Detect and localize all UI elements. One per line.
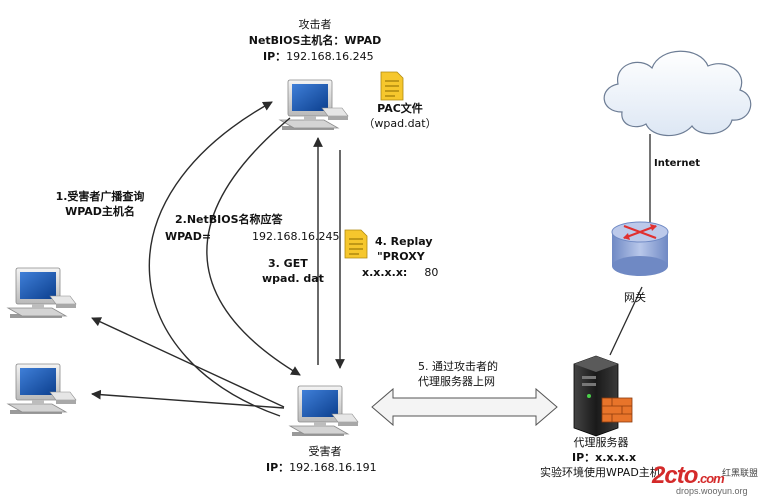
pac-file-icon <box>380 71 404 101</box>
host-computer-icon-1 <box>7 267 77 319</box>
watermark-tag: 红黑联盟 <box>722 468 759 478</box>
internet-label: Internet <box>654 158 701 169</box>
step2-wpad-key: WPAD= <box>165 230 212 243</box>
step5-label-line1: 5. 通过攻击者的 <box>418 360 498 373</box>
victim-ip-row: IP：192.168.16.191 <box>266 461 377 475</box>
attacker-netbios-name: NetBIOS主机名：WPAD <box>248 34 382 47</box>
victim-ip-label: IP： <box>266 461 290 474</box>
link-gateway-proxy <box>609 286 643 356</box>
internet-cloud-icon <box>603 50 752 137</box>
step1-label-line1: 1.受害者广播查询 <box>55 190 145 203</box>
watermark-logo-text: 2cto <box>652 462 698 489</box>
reply-file-icon <box>344 229 368 259</box>
attacker-ip-row: IP：192.168.16.245 <box>263 50 374 64</box>
watermark-site: drops.wooyun.org <box>676 486 748 496</box>
arrow-to-host-1 <box>91 317 285 408</box>
victim-computer-icon <box>289 385 359 437</box>
attacker-ip-label: IP： <box>263 50 287 63</box>
step4-label-line3: x.x.x.x: 80 <box>362 266 438 280</box>
proxy-ip-value: x.x.x.x <box>595 451 637 464</box>
attacker-ip-value: 192.168.16.245 <box>286 50 374 63</box>
proxy-ip-row: IP：x.x.x.x <box>572 451 636 465</box>
attacker-title: 攻击者 <box>298 18 332 31</box>
attacker-computer-icon <box>279 79 349 131</box>
proxy-title: 代理服务器 <box>573 436 629 449</box>
gateway-label: 网关 <box>624 291 646 304</box>
victim-title: 受害者 <box>308 445 342 458</box>
arrow-to-host-2 <box>91 389 285 409</box>
host-computer-icon-2 <box>7 363 77 415</box>
double-arrow-step5 <box>371 387 558 427</box>
firewall-icon <box>601 397 633 423</box>
step4-proxy-host: x.x.x.x: <box>362 266 408 279</box>
victim-ip-value: 192.168.16.191 <box>289 461 377 474</box>
step4-proxy-port: 80 <box>424 266 439 279</box>
proxy-server-icon <box>573 355 619 437</box>
step4-label-line1: 4. Replay <box>375 235 433 248</box>
watermark-logo-suffix: .com <box>697 471 724 486</box>
step4-label-line2: "PROXY <box>377 250 425 263</box>
proxy-ip-label: IP： <box>572 451 596 464</box>
step2-label-line1: 2.NetBIOS名称应答 <box>175 213 283 226</box>
step2-wpad-value: 192.168.16.245 <box>252 230 340 243</box>
step1-label-line2: WPAD主机名 <box>65 205 135 218</box>
proxy-note: 实验环境使用WPAD主机 <box>540 466 661 479</box>
watermark-logo: 2cto.com <box>652 462 725 490</box>
pac-file-name: PAC文件 <box>377 102 423 115</box>
step2-label-line2: WPAD= 192.168.16.245 <box>165 230 340 244</box>
router-icon <box>611 221 669 276</box>
pac-file-filename: （wpad.dat） <box>363 117 437 130</box>
step3-label-line1: 3. GET <box>268 257 308 270</box>
arrow-step1-broadcast <box>148 101 281 417</box>
step5-label-line2: 代理服务器上网 <box>418 375 495 388</box>
step3-label-line2: wpad. dat <box>262 272 324 285</box>
arrow-step2-response <box>206 117 301 376</box>
